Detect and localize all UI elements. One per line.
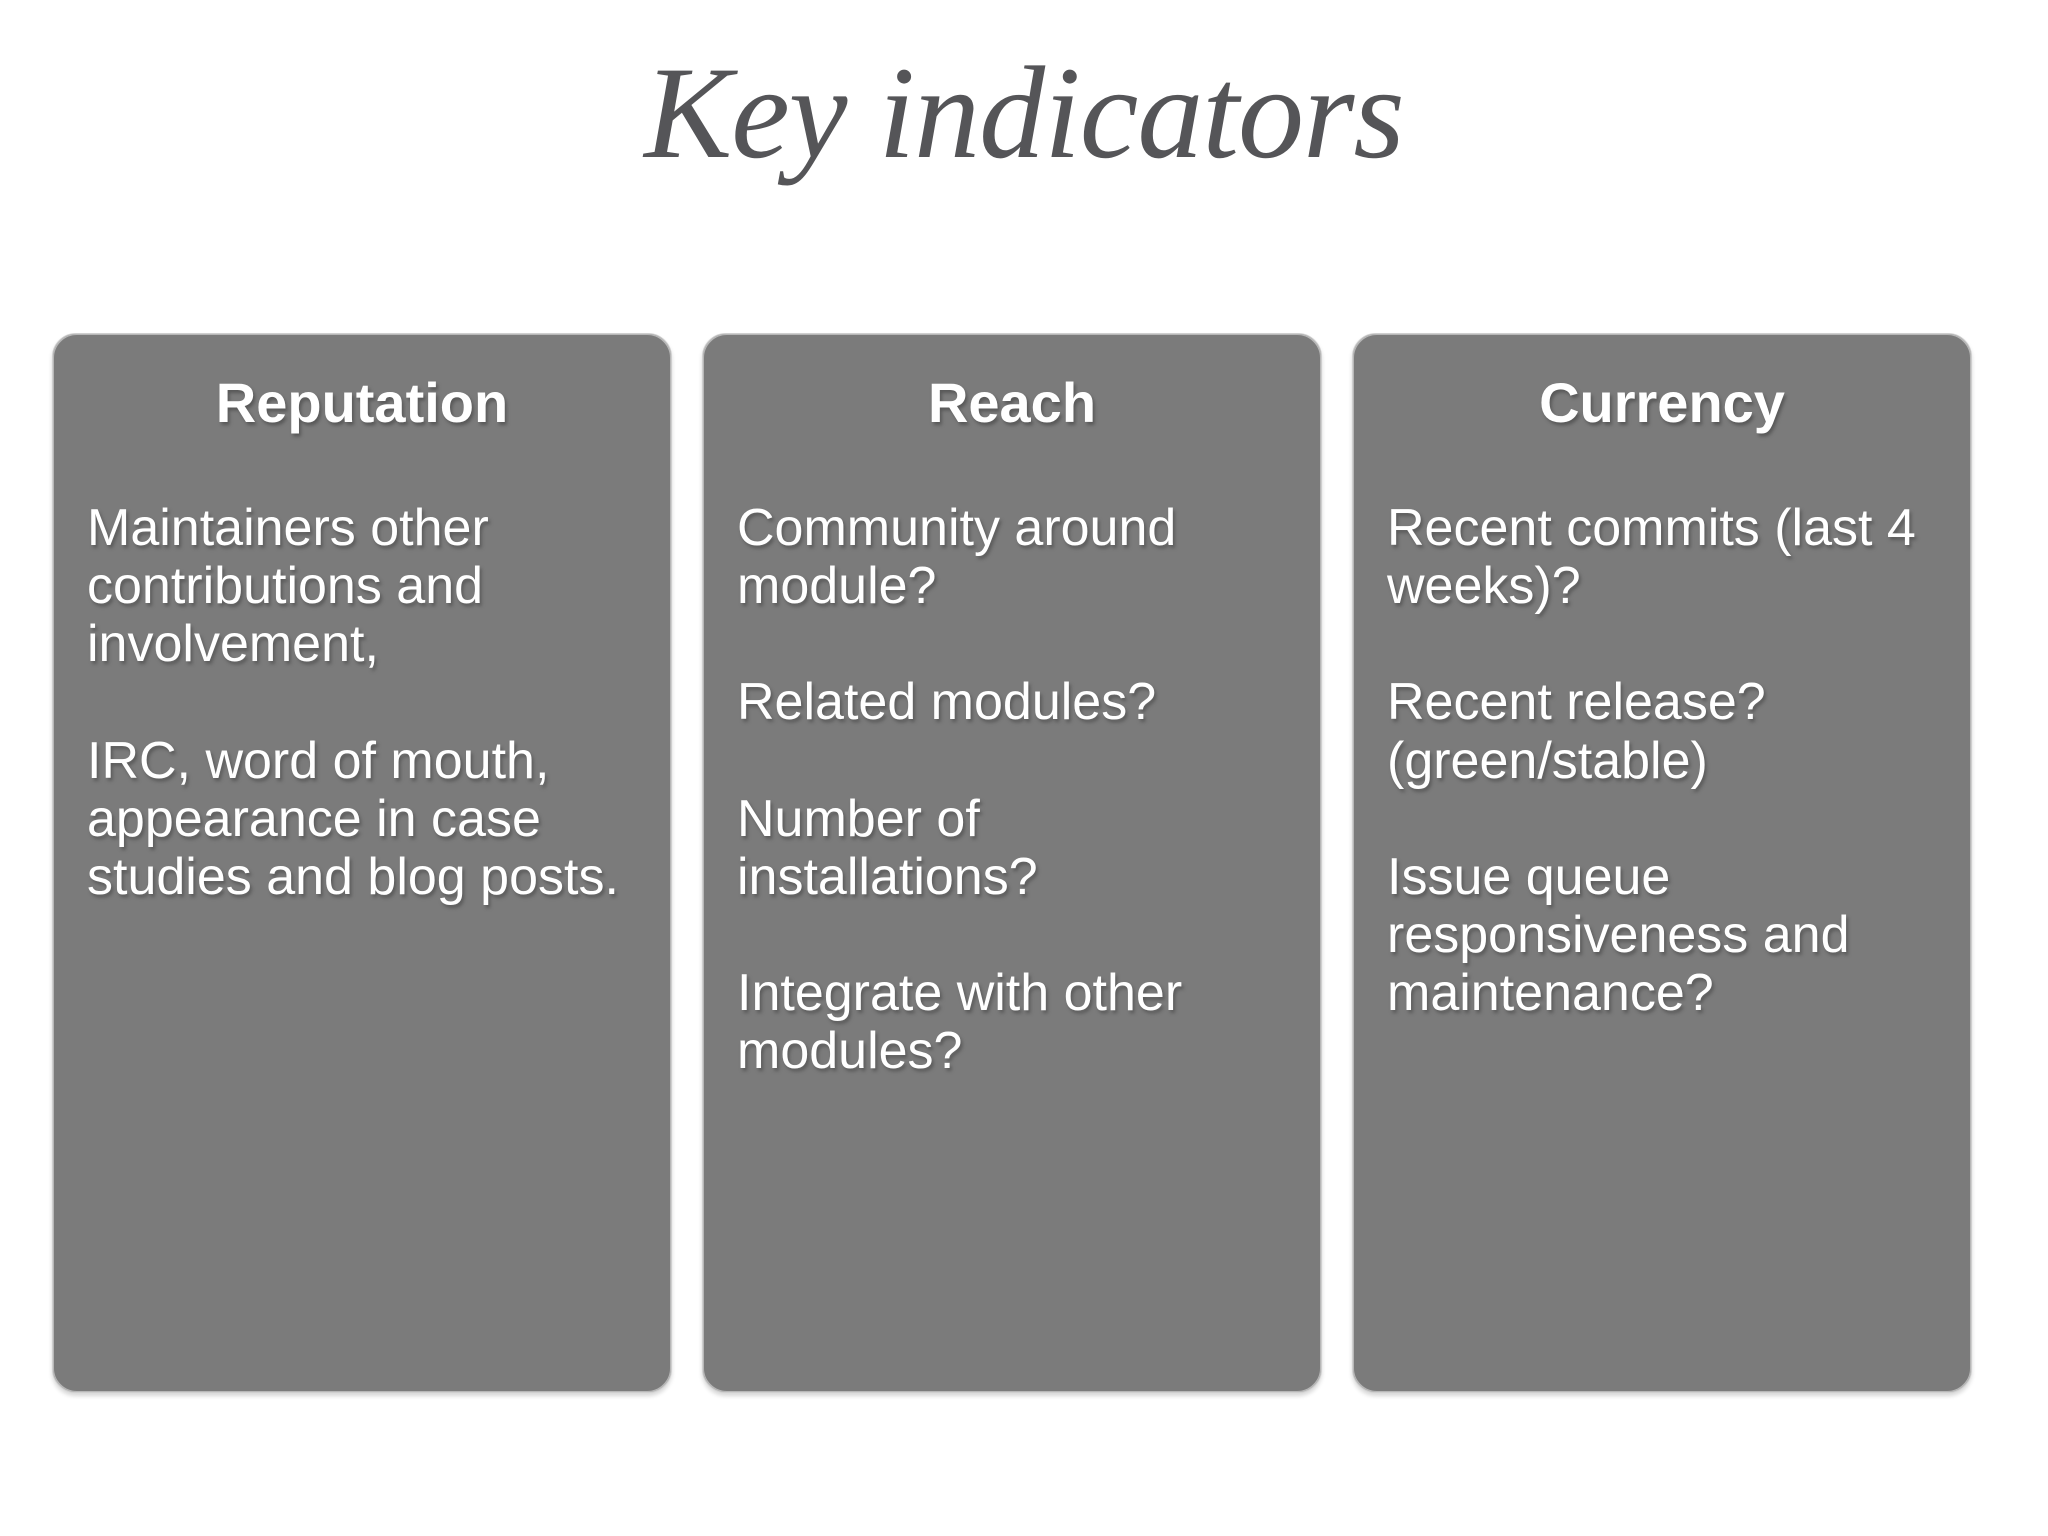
card-paragraph: Related modules? (737, 673, 1157, 732)
card-row: Reputation Maintainers other contributio… (52, 333, 1972, 1393)
card-body-reach: Community around module? Related modules… (737, 499, 1287, 1081)
card-body-currency: Recent commits (last 4 weeks)? Recent re… (1387, 499, 1937, 1023)
card-reputation: Reputation Maintainers other contributio… (52, 333, 672, 1393)
page-title: Key indicators (644, 39, 1405, 186)
card-paragraph: Maintainers other contributions and invo… (87, 498, 489, 674)
card-paragraph: Number of installations? (737, 789, 1038, 906)
card-title-currency: Currency (1539, 371, 1785, 434)
card-reach: Reach Community around module? Related m… (702, 333, 1322, 1393)
card-title-reach: Reach (927, 371, 1097, 434)
card-paragraph: IRC, word of mouth, appearance in case s… (87, 731, 619, 906)
card-body-reputation: Maintainers other contributions and invo… (87, 499, 637, 906)
card-title-reputation: Reputation (215, 371, 509, 434)
card-paragraph: Issue queue responsiveness and maintenan… (1387, 847, 1850, 1023)
card-paragraph: Community around module? (737, 498, 1177, 616)
card-paragraph: Recent release? (green/stable) (1387, 673, 1766, 790)
card-paragraph: Recent commits (last 4 weeks)? (1387, 498, 1916, 616)
card-paragraph: Integrate with other modules? (737, 963, 1183, 1081)
card-currency: Currency Recent commits (last 4 weeks)? … (1352, 333, 1972, 1393)
